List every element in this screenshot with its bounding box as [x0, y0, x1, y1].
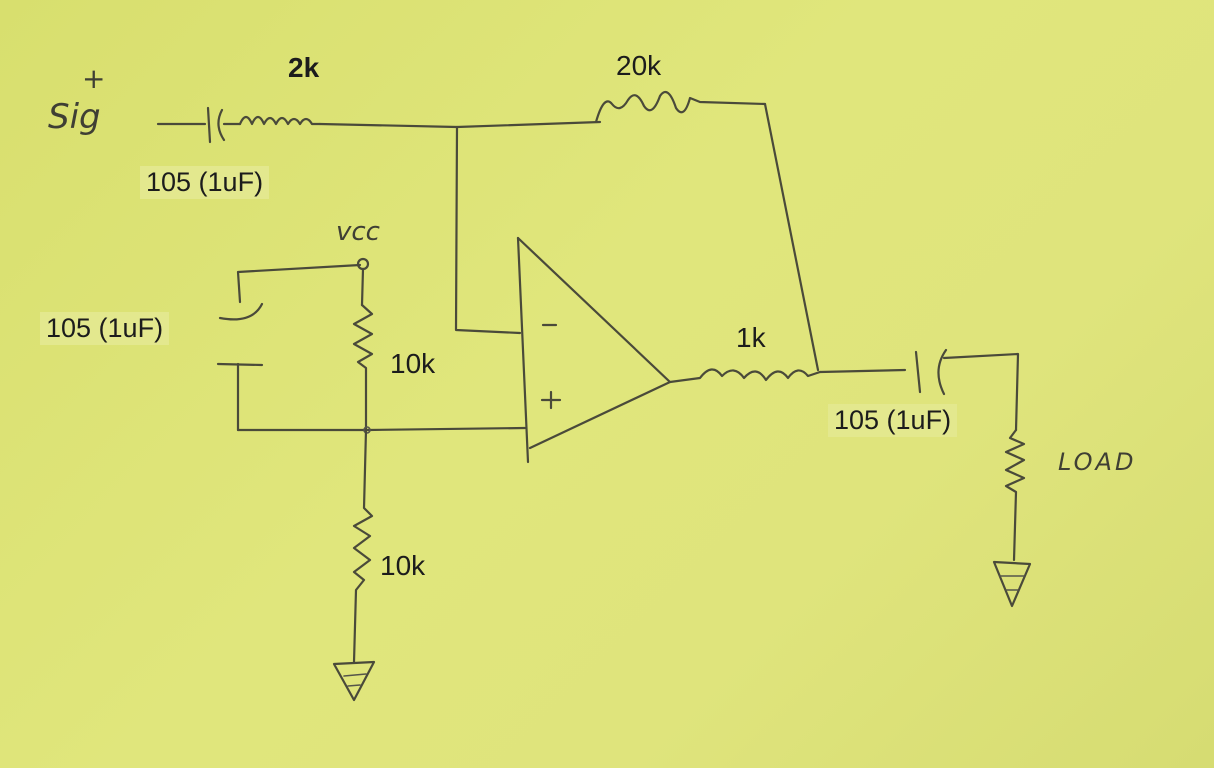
bias-bottom-resistor-label: 10k	[380, 550, 426, 581]
feedback-resistor-20k	[594, 90, 820, 372]
vcc-node	[356, 257, 370, 307]
bias-network-wire	[216, 263, 527, 432]
output-resistor-label: 1k	[736, 322, 766, 353]
bias-top-resistor-label: 10k	[390, 348, 436, 379]
feedback-resistor-label: 20k	[616, 50, 662, 81]
output-resistor-1k	[668, 368, 822, 384]
input-resistor-label: 2k	[288, 52, 320, 83]
load-label: LOAD	[1058, 448, 1136, 476]
input-cap-label: 105 (1uF)	[140, 166, 270, 199]
vcc-label: vcc	[336, 217, 380, 247]
signal-polarity-mark: +	[82, 62, 105, 95]
input-summing-wire	[318, 120, 602, 335]
ground-symbol-load	[992, 560, 1032, 608]
bias-top-resistor	[352, 303, 374, 434]
output-wire-and-cap	[818, 348, 1020, 432]
opamp-symbol	[516, 236, 672, 464]
signal-input-wire	[156, 106, 242, 144]
ground-symbol-bias	[332, 660, 376, 702]
bias-bottom-resistor	[352, 428, 374, 664]
bias-cap-label: 105 (1uF)	[40, 312, 170, 345]
input-resistor-2k	[238, 115, 322, 126]
output-cap-label: 105 (1uF)	[828, 404, 958, 437]
load-resistor	[1004, 428, 1026, 562]
signal-label: Sig	[48, 97, 101, 137]
